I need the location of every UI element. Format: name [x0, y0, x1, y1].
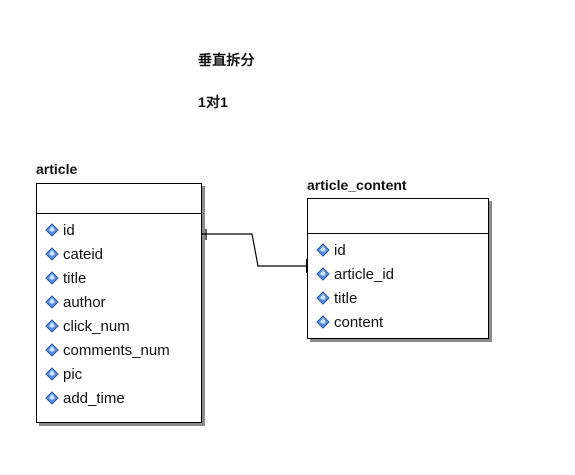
diamond-icon	[316, 267, 330, 281]
diamond-icon	[45, 271, 59, 285]
field-row: pic	[37, 362, 201, 386]
diamond-icon	[45, 391, 59, 405]
field-row: comments_num	[37, 338, 201, 362]
field-row: cateid	[37, 242, 201, 266]
field-label: cateid	[63, 245, 104, 263]
entity-header	[37, 184, 201, 214]
diamond-icon	[45, 247, 59, 261]
field-row: click_num	[37, 314, 201, 338]
diamond-icon	[45, 343, 59, 357]
diamond-icon	[316, 315, 330, 329]
field-label: comments_num	[63, 341, 170, 359]
field-label: content	[334, 313, 384, 331]
relation-label: 1对1	[198, 94, 229, 110]
field-row: content	[308, 310, 488, 334]
field-label: title	[334, 289, 358, 307]
field-label: id	[63, 221, 75, 239]
diamond-icon	[45, 295, 59, 309]
diamond-icon	[316, 243, 330, 257]
field-label: id	[334, 241, 346, 259]
field-label: author	[63, 293, 106, 311]
entity-box-article-content[interactable]: id article_id title	[307, 198, 489, 339]
diagram-title: 垂直拆分	[198, 52, 255, 68]
field-label: article_id	[334, 265, 395, 283]
field-label: title	[63, 269, 87, 287]
field-list-article: id cateid title	[37, 214, 201, 410]
field-row: article_id	[308, 262, 488, 286]
field-row: add_time	[37, 386, 201, 410]
entity-title-article: article	[36, 161, 78, 177]
field-row: id	[308, 238, 488, 262]
field-label: click_num	[63, 317, 130, 335]
diamond-icon	[45, 367, 59, 381]
diamond-icon	[316, 291, 330, 305]
entity-box-article[interactable]: id cateid title	[36, 183, 202, 423]
field-row: title	[308, 286, 488, 310]
diamond-icon	[45, 223, 59, 237]
field-label: add_time	[63, 389, 125, 407]
field-list-article-content: id article_id title	[308, 234, 488, 334]
field-row: id	[37, 218, 201, 242]
field-label: pic	[63, 365, 83, 383]
entity-header	[308, 199, 488, 234]
field-row: title	[37, 266, 201, 290]
diamond-icon	[45, 319, 59, 333]
entity-title-article-content: article_content	[307, 177, 407, 193]
field-row: author	[37, 290, 201, 314]
